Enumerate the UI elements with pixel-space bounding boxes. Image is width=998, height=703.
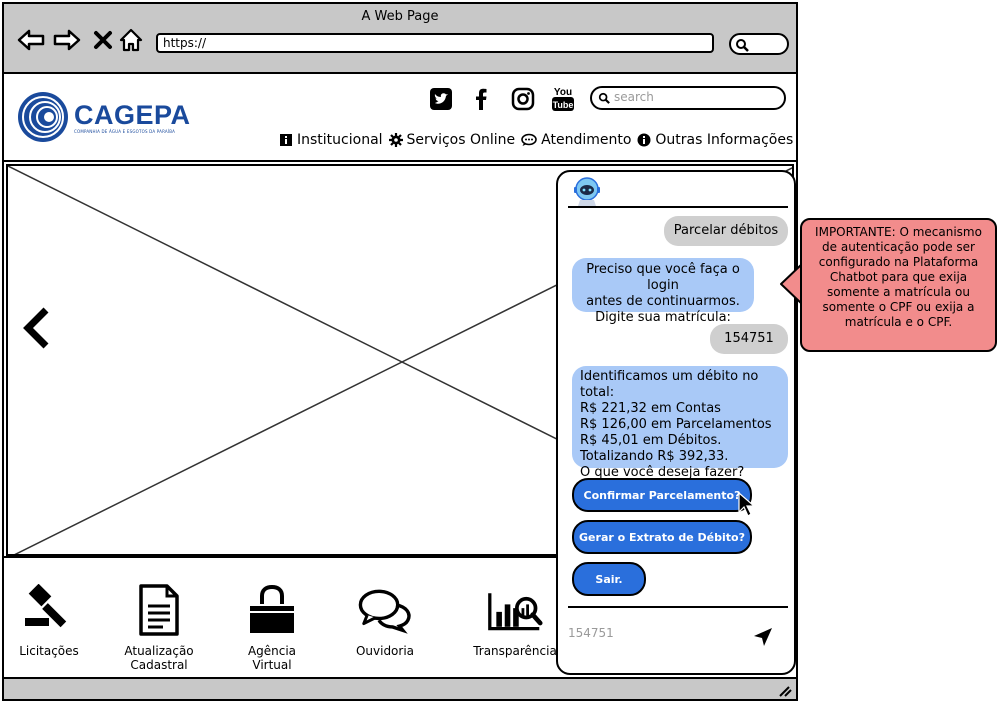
resize-handle-icon[interactable] (778, 685, 792, 697)
message-line: Digite sua matrícula: (595, 310, 731, 325)
menu-label: Atendimento (541, 132, 632, 148)
browser-titlebar: A Web Page https:// (4, 4, 796, 74)
menu-item-institucional[interactable]: Institucional (279, 132, 383, 148)
close-x-icon[interactable] (88, 26, 118, 54)
service-label: Ouvidoria (355, 644, 415, 658)
menu-item-servicos-online[interactable]: Serviços Online (388, 132, 516, 148)
info-circle-icon (637, 133, 651, 147)
site-search-input[interactable]: search (590, 86, 786, 110)
facebook-icon[interactable] (468, 86, 494, 112)
instagram-icon[interactable] (510, 86, 536, 112)
menu-label: Outras Informações (655, 132, 794, 148)
svg-text:You: You (554, 87, 572, 98)
mouse-pointer-icon (738, 492, 756, 517)
gavel-icon (21, 582, 77, 638)
message-line: R$ 45,01 em Débitos. (580, 433, 722, 448)
message-line: Totalizando R$ 392,33. (580, 449, 729, 464)
message-line: R$ 126,00 em Parcelamentos (580, 417, 772, 432)
logo-emblem-icon (18, 92, 68, 142)
menu-label: Serviços Online (406, 132, 516, 148)
site-header: CAGEPA COMPANHIA DE ÁGUA E ESGOTOS DA PA… (4, 76, 796, 162)
callout-pointer (780, 263, 803, 305)
twitter-icon[interactable] (428, 86, 454, 112)
message-text: 154751 (724, 331, 774, 346)
chart-search-icon (487, 582, 543, 638)
bot-message: Identificamos um débito no total: R$ 221… (572, 366, 788, 480)
forward-arrow-icon[interactable] (52, 26, 82, 54)
robot-avatar-icon (574, 177, 600, 206)
gear-icon (388, 133, 403, 147)
search-icon (736, 39, 749, 52)
site-search-placeholder: search (614, 90, 654, 104)
shopping-bag-icon (244, 582, 300, 638)
service-licitacoes[interactable]: Licitações (16, 582, 82, 658)
service-label: Licitações (19, 644, 79, 658)
option-sair-button[interactable]: Sair. (572, 562, 646, 596)
carousel-prev-button[interactable] (18, 304, 54, 356)
user-message: Parcelar débitos (664, 216, 788, 246)
logo-subtitle: COMPANHIA DE ÁGUA E ESGOTOS DA PARAÍBA (74, 128, 176, 134)
send-button[interactable] (752, 626, 774, 652)
window-title: A Web Page (361, 9, 439, 24)
chevron-left-icon (23, 307, 49, 349)
message-line: R$ 221,32 em Contas (580, 401, 721, 416)
user-message: 154751 (710, 324, 788, 354)
service-label: Agência Virtual (247, 644, 297, 672)
service-label: Transparência (473, 644, 557, 658)
callout-text: IMPORTANTE: O mecanismo de autenticação … (815, 225, 982, 329)
info-card-icon (280, 134, 292, 146)
menu-item-outras-informacoes[interactable]: Outras Informações (637, 132, 793, 148)
chat-input-divider (568, 606, 788, 608)
message-line: Preciso que você faça o login (586, 262, 740, 293)
youtube-icon[interactable]: You Tube (550, 86, 576, 112)
chatbot-avatar (572, 176, 602, 210)
chatbot-widget: Parcelar débitos Preciso que você faça o… (556, 170, 796, 675)
document-icon (131, 582, 187, 638)
search-icon (598, 92, 610, 104)
chat-header-divider (568, 206, 788, 208)
service-transparencia[interactable]: Transparência (470, 582, 560, 658)
message-line: antes de continuarmos. (586, 294, 740, 309)
message-line: O que você deseja fazer? (580, 465, 745, 480)
status-bar (4, 677, 796, 699)
service-atualizacao-cadastral[interactable]: Atualização Cadastral (114, 582, 204, 672)
services-bar: Licitações Atualização Cadastral Agência… (4, 556, 796, 677)
browser-search-button[interactable] (729, 33, 789, 55)
chat-message-input[interactable]: 154751 (568, 626, 614, 640)
service-agencia-virtual[interactable]: Agência Virtual (232, 582, 312, 672)
send-arrow-icon (754, 628, 772, 646)
option-gerar-extrato-button[interactable]: Gerar o Extrato de Débito? (572, 520, 752, 554)
chat-icon (521, 133, 537, 146)
important-note-callout: IMPORTANTE: O mecanismo de autenticação … (800, 218, 997, 352)
menu-item-atendimento[interactable]: Atendimento (521, 132, 631, 148)
logo-name: CAGEPA (74, 99, 191, 130)
bot-message: Preciso que você faça o login antes de c… (572, 258, 754, 325)
menu-label: Institucional (297, 132, 383, 148)
cagepa-logo[interactable]: CAGEPA COMPANHIA DE ÁGUA E ESGOTOS DA PA… (16, 90, 191, 144)
main-menu: Institucional Serviços Online Atendiment… (279, 132, 793, 148)
svg-text:Tube: Tube (553, 100, 574, 110)
message-line: Identificamos um débito no total: (580, 369, 759, 400)
option-confirmar-parcelamento-button[interactable]: Confirmar Parcelamento? (572, 478, 752, 512)
service-label: Atualização Cadastral (124, 644, 194, 672)
service-ouvidoria[interactable]: Ouvidoria (350, 582, 420, 658)
url-input[interactable]: https:// (156, 33, 714, 53)
home-icon[interactable] (116, 26, 146, 54)
back-arrow-icon[interactable] (16, 26, 46, 54)
speech-bubbles-icon (357, 582, 413, 638)
message-text: Parcelar débitos (673, 223, 779, 238)
